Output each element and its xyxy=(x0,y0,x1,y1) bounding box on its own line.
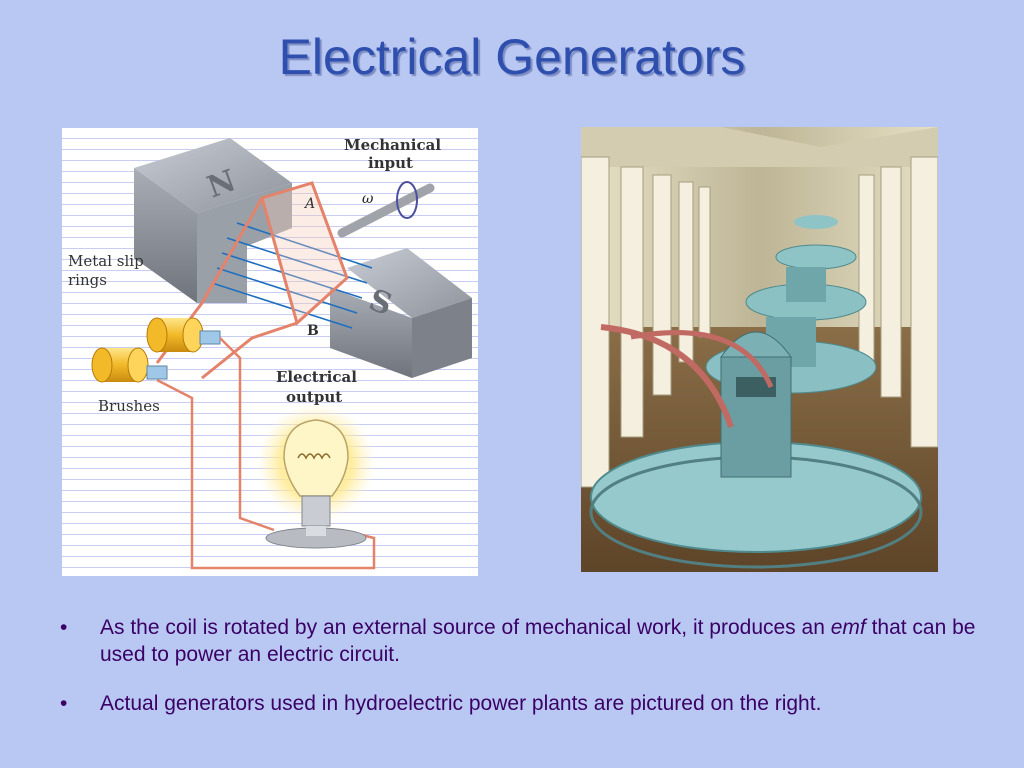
brushes-label: Brushes xyxy=(98,397,160,415)
rotor-shaft xyxy=(337,183,435,238)
output-wire-1 xyxy=(219,337,275,532)
slide-title: Electrical Generators xyxy=(278,29,746,85)
coil-loop xyxy=(260,181,349,326)
brush-lower xyxy=(146,365,168,380)
area-label: A xyxy=(303,196,315,212)
light-bulb-icon xyxy=(256,403,376,549)
mechanical-label-line1: Mechanical xyxy=(344,136,441,154)
electrical-label-line2: output xyxy=(286,388,342,406)
bullet-text: Actual generators used in hydroelectric … xyxy=(100,692,822,715)
coil-wire-lower xyxy=(201,321,298,380)
slip-rings-label-line2: rings xyxy=(68,271,107,289)
hydroelectric-photo-svg xyxy=(581,127,938,572)
slip-rings-label-line1: Metal slip xyxy=(68,252,144,270)
generator-diagram: N S A B ω Mechanical input xyxy=(62,128,478,576)
magnetic-field-lines xyxy=(211,222,373,329)
output-wire-2 xyxy=(156,378,376,570)
bullet-marker: • xyxy=(60,616,68,639)
electrical-label-line1: Electrical xyxy=(276,368,357,386)
bullet-item: • Actual generators used in hydroelectri… xyxy=(60,690,1000,717)
bullet-text-part1: As the coil is rotated by an external so… xyxy=(100,616,831,639)
pipe-2 xyxy=(630,330,774,388)
bullet-list: • As the coil is rotated by an external … xyxy=(60,614,1000,717)
bullet-marker: • xyxy=(60,692,68,715)
rotation-arrow-icon xyxy=(396,181,418,219)
field-label: B xyxy=(307,323,319,339)
bullet-item: • As the coil is rotated by an external … xyxy=(60,614,1000,668)
bullet-emphasis: emf xyxy=(830,616,866,639)
south-magnet: S xyxy=(330,248,472,378)
mechanical-label-line2: input xyxy=(368,154,413,172)
generator-diagram-svg: N S A B ω Mechanical input xyxy=(68,136,472,570)
omega-label: ω xyxy=(362,191,374,207)
hall-columns xyxy=(581,156,938,488)
pipe-1 xyxy=(600,324,734,428)
hydroelectric-photo xyxy=(581,127,938,572)
bullet-text-part2: that can be used to power an electric ci… xyxy=(100,616,976,666)
slip-rings xyxy=(91,317,204,383)
brush-upper xyxy=(199,330,221,345)
generator-units xyxy=(589,215,923,569)
